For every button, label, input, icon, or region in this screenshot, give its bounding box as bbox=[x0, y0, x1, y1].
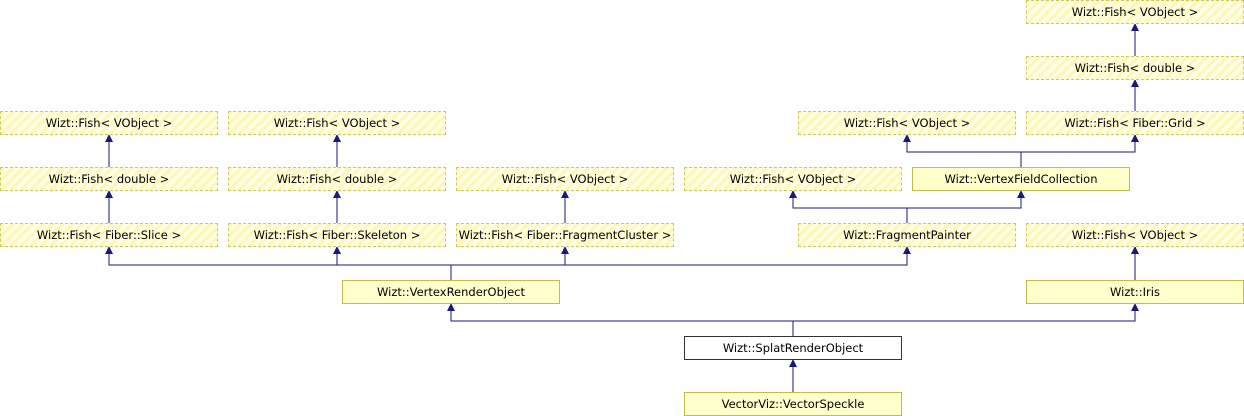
node-fish-fiber-grid[interactable]: Wizt::Fish< Fiber::Grid > bbox=[1026, 111, 1244, 135]
node-label: Wizt::Fish< Fiber::FragmentCluster > bbox=[458, 228, 672, 242]
node-label: Wizt::Fish< VObject > bbox=[843, 116, 971, 130]
node-label: Wizt::Fish< VObject > bbox=[45, 116, 173, 130]
node-fish-double-1[interactable]: Wizt::Fish< double > bbox=[0, 167, 218, 191]
node-label: Wizt::Iris bbox=[1110, 285, 1160, 299]
node-label: Wizt::Fish< Fiber::Grid > bbox=[1064, 116, 1206, 130]
node-vertex-render-object[interactable]: Wizt::VertexRenderObject bbox=[342, 280, 560, 304]
node-fish-vobject-4[interactable]: Wizt::Fish< VObject > bbox=[684, 167, 902, 191]
node-label: Wizt::Fish< double > bbox=[48, 172, 170, 186]
node-fish-vobject-2[interactable]: Wizt::Fish< VObject > bbox=[228, 111, 446, 135]
edge-vro-to-painter bbox=[565, 246, 911, 266]
node-label: Wizt::FragmentPainter bbox=[843, 228, 971, 242]
node-fragment-painter[interactable]: Wizt::FragmentPainter bbox=[798, 223, 1016, 247]
node-fish-fiber-slice[interactable]: Wizt::Fish< Fiber::Slice > bbox=[0, 223, 218, 247]
node-label: VectorViz::VectorSpeckle bbox=[721, 397, 865, 411]
edge-vfc-to-vobject5 bbox=[903, 134, 1022, 167]
node-fish-vobject-3[interactable]: Wizt::Fish< VObject > bbox=[456, 167, 674, 191]
node-label: Wizt::Fish< VObject > bbox=[1071, 228, 1199, 242]
node-fish-vobject-5[interactable]: Wizt::Fish< VObject > bbox=[798, 111, 1016, 135]
node-vertex-field-collection[interactable]: Wizt::VertexFieldCollection bbox=[912, 167, 1130, 191]
node-label: Wizt::Fish< Fiber::Slice > bbox=[36, 228, 182, 242]
node-iris[interactable]: Wizt::Iris bbox=[1026, 280, 1244, 304]
edge-vfc-to-grid bbox=[1021, 134, 1139, 153]
node-fish-vobject-top[interactable]: Wizt::Fish< VObject > bbox=[1026, 0, 1244, 24]
edge-painter-to-vobject4 bbox=[789, 190, 908, 223]
node-fish-fiber-skeleton[interactable]: Wizt::Fish< Fiber::Skeleton > bbox=[228, 223, 446, 247]
node-fish-vobject-6[interactable]: Wizt::Fish< VObject > bbox=[1026, 223, 1244, 247]
node-label: Wizt::Fish< double > bbox=[276, 172, 398, 186]
node-label: Wizt::Fish< double > bbox=[1074, 61, 1196, 75]
node-label: Wizt::Fish< VObject > bbox=[273, 116, 401, 130]
node-fish-double-2[interactable]: Wizt::Fish< double > bbox=[228, 167, 446, 191]
node-label: Wizt::VertexRenderObject bbox=[377, 285, 525, 299]
node-label: Wizt::Fish< VObject > bbox=[729, 172, 857, 186]
node-label: Wizt::VertexFieldCollection bbox=[944, 172, 1098, 186]
node-fish-vobject-1[interactable]: Wizt::Fish< VObject > bbox=[0, 111, 218, 135]
edge-vro-to-fragcluster bbox=[451, 246, 569, 266]
node-vector-speckle[interactable]: VectorViz::VectorSpeckle bbox=[684, 392, 902, 416]
edge-splat-to-vro bbox=[447, 303, 794, 336]
node-label: Wizt::SplatRenderObject bbox=[722, 341, 864, 355]
edge-splat-to-iris bbox=[793, 303, 1139, 322]
node-fish-fiber-fragmentcluster[interactable]: Wizt::Fish< Fiber::FragmentCluster > bbox=[456, 223, 674, 247]
node-label: Wizt::Fish< Fiber::Skeleton > bbox=[253, 228, 421, 242]
node-splat-render-object[interactable]: Wizt::SplatRenderObject bbox=[684, 336, 902, 360]
node-label: Wizt::Fish< VObject > bbox=[1071, 5, 1199, 19]
node-fish-double-right[interactable]: Wizt::Fish< double > bbox=[1026, 56, 1244, 80]
edge-painter-to-vfc bbox=[907, 190, 1025, 209]
node-label: Wizt::Fish< VObject > bbox=[501, 172, 629, 186]
edge-vro-to-slice bbox=[105, 246, 452, 280]
